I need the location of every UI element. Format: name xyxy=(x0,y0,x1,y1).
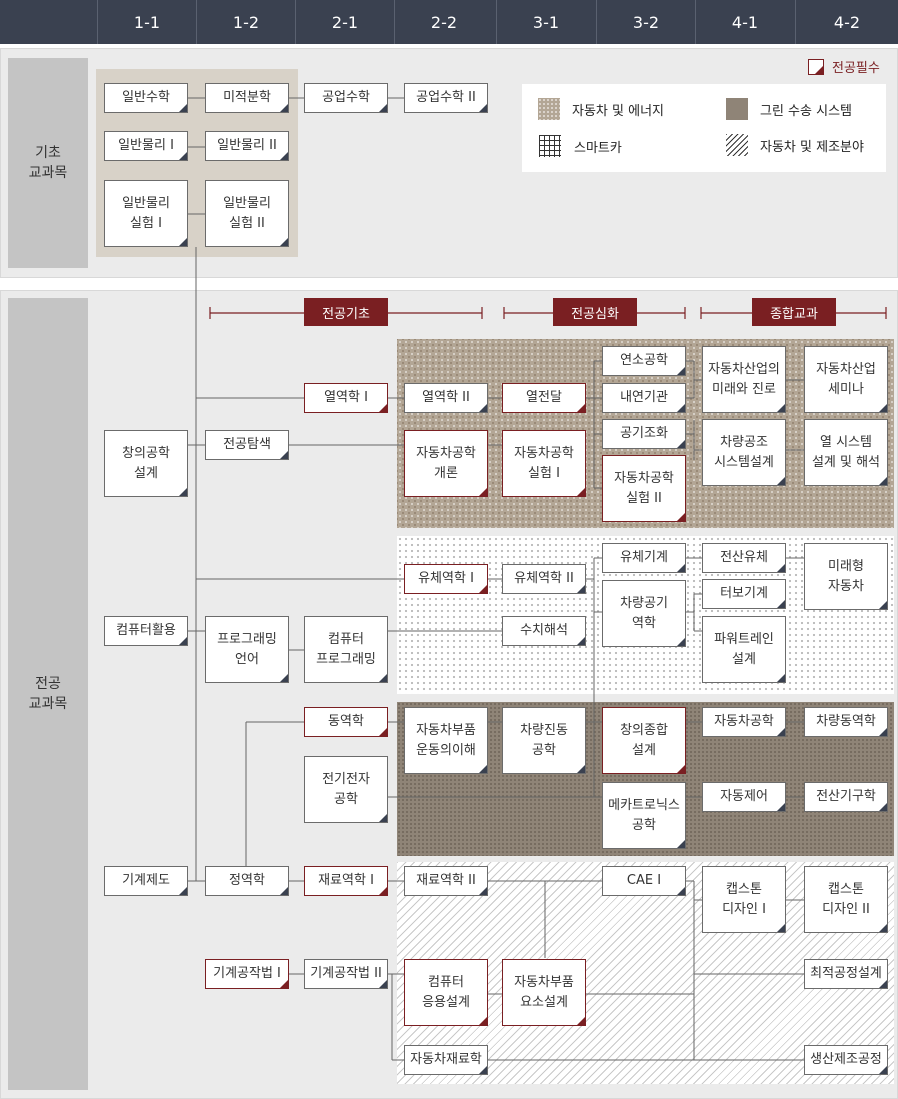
course-parts-motion[interactable]: 자동차부품 운동의이해 xyxy=(404,707,488,774)
course-physics-1[interactable]: 일반물리 I xyxy=(104,131,188,161)
course-materials-1[interactable]: 재료역학 I xyxy=(304,866,388,896)
course-vehicle-hvac-design[interactable]: 차량공조 시스템설계 xyxy=(702,419,786,486)
course-vehicle-dynamics[interactable]: 차량동역학 xyxy=(804,707,888,737)
course-cae[interactable]: CAE I xyxy=(602,866,686,896)
legend: 자동차 및 에너지 그린 수송 시스템 스마트카 자동차 및 제조분야 xyxy=(522,84,886,172)
course-automotive-eng[interactable]: 자동차공학 xyxy=(702,707,786,737)
course-major-exploration[interactable]: 전공탐색 xyxy=(205,430,289,460)
course-electronics[interactable]: 전기전자 공학 xyxy=(304,756,388,823)
course-general-math[interactable]: 일반수학 xyxy=(104,83,188,113)
major-section-label: 전공 교과목 xyxy=(8,298,88,1090)
course-machining-1[interactable]: 기계공작법 I xyxy=(205,959,289,989)
course-dynamics[interactable]: 동역학 xyxy=(304,707,388,737)
term-4-1: 4-1 xyxy=(695,0,794,44)
term-header: 1-1 1-2 2-1 2-2 3-1 3-2 4-1 4-2 xyxy=(0,0,898,44)
course-physics-lab-1[interactable]: 일반물리 실험 I xyxy=(104,180,188,247)
course-auto-lab-1[interactable]: 자동차공학 실험 I xyxy=(502,430,586,497)
course-hvac[interactable]: 공기조화 xyxy=(602,419,686,449)
required-badge: 전공필수 xyxy=(808,57,880,76)
grid-pattern-icon xyxy=(538,134,562,158)
course-mechatronics[interactable]: 메카트로닉스 공학 xyxy=(602,782,686,849)
legend-item-energy: 자동차 및 에너지 xyxy=(538,98,664,120)
course-turbomachine[interactable]: 터보기계 xyxy=(702,579,786,609)
basic-section-label: 기초 교과목 xyxy=(8,58,88,268)
course-eng-math[interactable]: 공업수학 xyxy=(304,83,388,113)
course-fluid-1[interactable]: 유체역학 I xyxy=(404,564,488,594)
course-computer-programming[interactable]: 컴퓨터 프로그래밍 xyxy=(304,616,388,683)
course-machining-2[interactable]: 기계공작법 II xyxy=(304,959,388,989)
course-fluid-machine[interactable]: 유체기계 xyxy=(602,543,686,573)
course-fluid-2[interactable]: 유체역학 II xyxy=(502,564,586,594)
course-cfd[interactable]: 전산유체 xyxy=(702,543,786,573)
course-calculus[interactable]: 미적분학 xyxy=(205,83,289,113)
course-capstone-creative[interactable]: 창의종합 설계 xyxy=(602,707,686,774)
course-thermo-2[interactable]: 열역학 II xyxy=(404,383,488,413)
course-auto-materials[interactable]: 자동차재료학 xyxy=(404,1045,488,1075)
stage-advanced: 전공심화 xyxy=(553,298,637,326)
dotted-pattern-icon xyxy=(538,98,560,120)
course-computer-aided-design[interactable]: 컴퓨터 응용설계 xyxy=(404,959,488,1026)
hatch-pattern-icon xyxy=(726,134,748,156)
course-industry-seminar[interactable]: 자동차산업 세미나 xyxy=(804,346,888,413)
course-kinematics[interactable]: 전산기구학 xyxy=(804,782,888,812)
course-statics[interactable]: 정역학 xyxy=(205,866,289,896)
course-materials-2[interactable]: 재료역학 II xyxy=(404,866,488,896)
course-thermal-system[interactable]: 열 시스템 설계 및 해석 xyxy=(804,419,888,486)
course-auto-lab-2[interactable]: 자동차공학 실험 II xyxy=(602,455,686,522)
course-powertrain[interactable]: 파워트레인 설계 xyxy=(702,616,786,683)
course-future-vehicle[interactable]: 미래형 자동차 xyxy=(804,543,888,610)
course-physics-2[interactable]: 일반물리 II xyxy=(205,131,289,161)
term-3-2: 3-2 xyxy=(596,0,695,44)
course-computer-use[interactable]: 컴퓨터활용 xyxy=(104,616,188,646)
stage-basic: 전공기초 xyxy=(304,298,388,326)
term-2-2: 2-2 xyxy=(394,0,493,44)
required-marker-icon xyxy=(808,58,824,75)
course-process-optimization[interactable]: 최적공정설계 xyxy=(804,959,888,989)
legend-item-manufacturing: 자동차 및 제조분야 xyxy=(726,134,864,156)
course-programming-lang[interactable]: 프로그래밍 언어 xyxy=(205,616,289,683)
course-eng-math-2[interactable]: 공업수학 II xyxy=(404,83,488,113)
term-3-1: 3-1 xyxy=(496,0,595,44)
term-4-2: 4-2 xyxy=(795,0,898,44)
course-heat-transfer[interactable]: 열전달 xyxy=(502,383,586,413)
course-industry-future[interactable]: 자동차산업의 미래와 진로 xyxy=(702,346,786,413)
course-creative-design[interactable]: 창의공학 설계 xyxy=(104,430,188,497)
course-drafting[interactable]: 기계제도 xyxy=(104,866,188,896)
course-capstone-2[interactable]: 캡스톤 디자인 II xyxy=(804,866,888,933)
required-label: 전공필수 xyxy=(832,61,880,76)
course-ic-engine[interactable]: 내연기관 xyxy=(602,383,686,413)
dark-pattern-icon xyxy=(726,98,748,120)
term-2-1: 2-1 xyxy=(295,0,394,44)
course-combustion[interactable]: 연소공학 xyxy=(602,346,686,376)
course-physics-lab-2[interactable]: 일반물리 실험 II xyxy=(205,180,289,247)
course-capstone-1[interactable]: 캡스톤 디자인 I xyxy=(702,866,786,933)
course-numerical[interactable]: 수치해석 xyxy=(502,616,586,646)
course-manufacturing-process[interactable]: 생산제조공정 xyxy=(804,1045,888,1075)
course-control[interactable]: 자동제어 xyxy=(702,782,786,812)
term-1-1: 1-1 xyxy=(97,0,196,44)
term-1-2: 1-2 xyxy=(196,0,295,44)
legend-item-green: 그린 수송 시스템 xyxy=(726,98,852,120)
stage-integrated: 종합교과 xyxy=(752,298,836,326)
legend-item-smartcar: 스마트카 xyxy=(538,134,622,158)
course-parts-design[interactable]: 자동차부품 요소설계 xyxy=(502,959,586,1026)
course-vibration[interactable]: 차량진동 공학 xyxy=(502,707,586,774)
course-thermo-1[interactable]: 열역학 I xyxy=(304,383,388,413)
course-vehicle-aero[interactable]: 차량공기 역학 xyxy=(602,580,686,647)
course-auto-intro[interactable]: 자동차공학 개론 xyxy=(404,430,488,497)
